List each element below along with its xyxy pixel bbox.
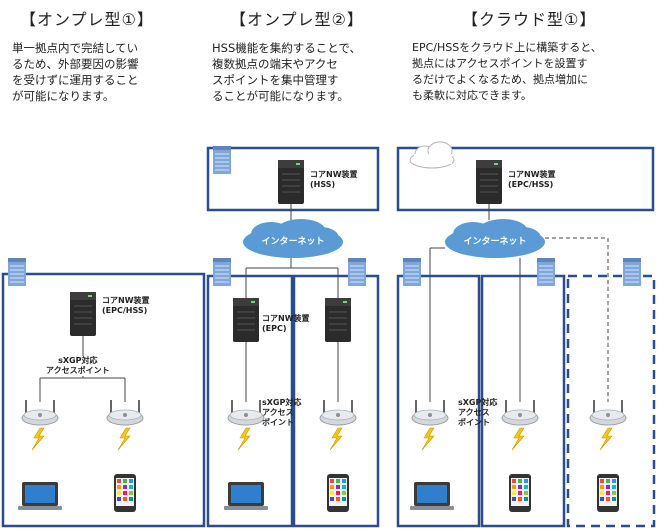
label-internet: インターネット xyxy=(261,237,325,247)
building-icon xyxy=(536,257,556,287)
label-access-point: sXGP対応 アクセス ポイント xyxy=(262,398,302,427)
desc-onprem-2: HSS機能を集約することで、 複数拠点の端末やアクセ スポイントを集中管理す る… xyxy=(212,41,361,103)
building-icon xyxy=(7,257,27,287)
server-icon xyxy=(475,159,503,205)
label-internet: インターネット xyxy=(463,237,527,247)
laptop-icon xyxy=(224,482,268,510)
smartphone-icon xyxy=(509,474,531,512)
router-icon xyxy=(501,399,539,426)
link-future-site xyxy=(545,237,609,402)
desc-cloud-1: EPC/HSSをクラウド上に構築すると、 拠点にはアクセスポイントを設置す るだ… xyxy=(412,41,602,102)
server-icon xyxy=(324,297,352,343)
label-core-epc-hss: コアNW装置 (EPC/HSS) xyxy=(102,296,150,315)
bolt-icon xyxy=(31,427,45,451)
title-cloud-1: 【クラウド型①】 xyxy=(462,10,597,29)
router-icon xyxy=(227,399,265,426)
title-onprem-1: 【オンプレ型①】 xyxy=(20,10,154,29)
laptop-icon xyxy=(18,482,62,510)
server-icon xyxy=(277,159,305,205)
label-core-epc: コアNW装置 (EPC) xyxy=(262,314,310,333)
title-onprem-2: 【オンプレ型②】 xyxy=(230,10,364,29)
desc-onprem-1: 単一拠点内で完結してい るため、外部要因の影響 を受けずに運用すること が可能に… xyxy=(12,41,139,103)
site-frame-onprem-2a xyxy=(206,274,294,528)
label-access-point: sXGP対応 アクセス ポイント xyxy=(458,398,498,427)
router-icon xyxy=(106,399,144,426)
building-icon xyxy=(347,257,367,287)
building-icon xyxy=(622,257,642,287)
cloud-frame xyxy=(396,146,655,212)
label-core-epc-hss: コアNW装置 (EPC/HSS) xyxy=(508,170,556,189)
smartphone-icon xyxy=(114,474,136,512)
hq-frame-onprem-2 xyxy=(206,146,380,212)
server-icon xyxy=(69,291,97,337)
bolt-icon xyxy=(237,427,251,451)
site-frame-cloud-b xyxy=(480,274,566,528)
router-icon xyxy=(411,399,449,426)
site-frame-onprem-1 xyxy=(1,272,206,528)
smartphone-icon xyxy=(597,474,619,512)
site-frame-cloud-future xyxy=(566,274,656,528)
laptop-icon xyxy=(410,482,454,510)
site-frame-onprem-2b xyxy=(292,274,380,528)
bolt-icon xyxy=(421,427,435,451)
router-icon xyxy=(21,399,59,426)
building-icon xyxy=(212,145,232,175)
bolt-icon xyxy=(117,427,131,451)
bolt-icon xyxy=(599,427,613,451)
router-icon xyxy=(589,399,627,426)
server-icon xyxy=(232,297,260,343)
building-icon xyxy=(402,257,422,287)
cloud-icon xyxy=(409,141,455,169)
label-access-point: sXGP対応 アクセスポイント xyxy=(44,356,112,376)
bolt-icon xyxy=(511,427,525,451)
building-icon xyxy=(212,257,232,287)
site-frame-cloud-a xyxy=(396,274,481,528)
bolt-icon xyxy=(329,427,343,451)
label-core-hss: コアNW装置 (HSS) xyxy=(310,170,358,189)
smartphone-icon xyxy=(327,474,349,512)
router-icon xyxy=(319,399,357,426)
